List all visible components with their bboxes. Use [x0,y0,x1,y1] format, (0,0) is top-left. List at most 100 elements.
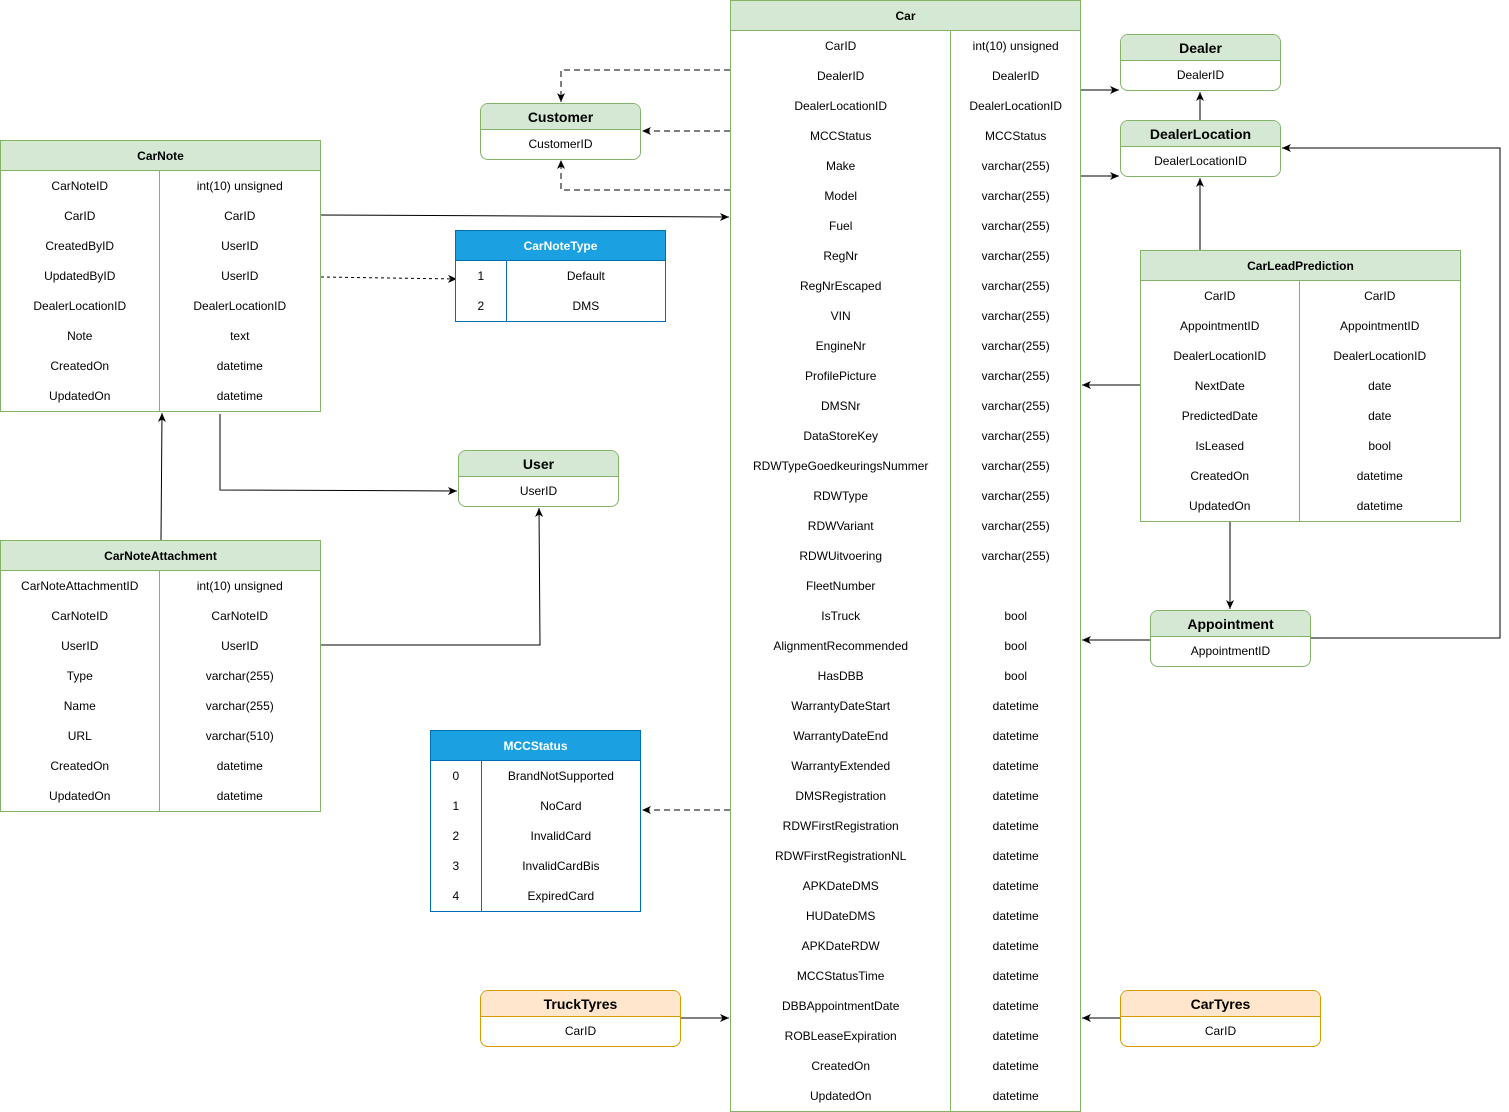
car-field-name: ROBLeaseExpiration [784,1029,897,1043]
carnoteattachment-field-name: Type [66,669,93,683]
carleadprediction-field-type: bool [1368,439,1392,453]
carleadprediction-table[interactable]: CarLeadPrediction CarID AppointmentID Deal… [1140,250,1461,522]
carnoteattachment-field-type: UserID [221,639,259,653]
car-field-type: varchar(255) [981,369,1050,383]
car-field-type: datetime [992,759,1039,773]
cartyres-entity-title: CarTyres [1121,991,1320,1017]
trucktyres-entity-field: CarID [564,1024,597,1038]
carleadprediction-field-type: AppointmentID [1340,319,1420,333]
car-field-type: varchar(255) [981,519,1050,533]
carnoteattachment-field-name: Name [63,699,96,713]
carleadprediction-table-title: CarLeadPrediction [1141,251,1460,281]
carnoteattachment-field-type: CarNoteID [211,609,269,623]
appointment-entity-field: AppointmentID [1190,644,1271,658]
carnoteattachment-field-name: CarNoteID [51,609,109,623]
dealerlocation-entity[interactable]: DealerLocation DealerLocationID [1120,120,1281,177]
user-entity[interactable]: User UserID [458,450,619,507]
car-field-type: datetime [992,1059,1039,1073]
car-field-type: varchar(255) [981,279,1050,293]
car-field-type: datetime [992,729,1039,743]
car-field-type: datetime [992,819,1039,833]
mccstatus-field-name: 0 [452,769,460,783]
car-field-name: HUDateDMS [806,909,876,923]
car-field-name: DMSNr [821,399,861,413]
user-entity-title: User [459,451,618,477]
carnotetype-field-type: DMS [572,299,600,313]
car-field-type: varchar(255) [981,189,1050,203]
trucktyres-entity-title: TruckTyres [481,991,680,1017]
carnoteattachment-field-name: URL [67,729,92,743]
cartyres-entity-field: CarID [1204,1024,1237,1038]
car-field-type: bool [1004,669,1028,683]
carnotetype-table-title: CarNoteType [456,231,665,261]
carnote-field-name: CreatedByID [45,239,115,253]
cartyres-entity[interactable]: CarTyres CarID [1120,990,1321,1047]
dealer-entity[interactable]: Dealer DealerID [1120,34,1281,91]
carleadprediction-field-type: datetime [1356,469,1403,483]
carleadprediction-field-name: CarID [1204,289,1236,303]
carnoteattachment-field-type: datetime [216,759,263,773]
car-field-type: datetime [992,849,1039,863]
carleadprediction-field-type: date [1368,379,1392,393]
carnote-field-type: int(10) unsigned [196,179,283,193]
carnoteattachment-field-name: CreatedOn [50,759,110,773]
carnote-field-name: CarID [64,209,96,223]
carleadprediction-field-name: AppointmentID [1180,319,1260,333]
carnotetype-field-type: Default [566,269,605,283]
appointment-entity[interactable]: Appointment AppointmentID [1150,610,1311,667]
carnote-field-name: DealerLocationID [33,299,127,313]
car-field-name: RegNr [823,249,859,263]
car-field-name: DealerLocationID [794,99,888,113]
carleadprediction-field-name: DealerLocationID [1173,349,1267,363]
car-field-name: UpdatedOn [809,1089,872,1103]
car-field-type: datetime [992,909,1039,923]
car-field-type: DealerLocationID [969,99,1063,113]
carnoteattachment-field-name: CarNoteAttachmentID [21,579,139,593]
edge-car-customer-bottom [557,160,730,191]
car-field-name: VIN [830,309,851,323]
carnoteattachment-field-type: datetime [216,789,263,803]
car-field-type: datetime [992,789,1039,803]
carnoteattachment-field-name: UpdatedOn [49,789,111,803]
car-table-title: Car [731,1,1080,31]
appointment-entity-title: Appointment [1151,611,1310,637]
mccstatus-field-name: 2 [452,829,460,843]
car-field-name: MCCStatus [810,129,872,143]
car-field-type: bool [1004,609,1028,623]
car-field-name: WarrantyDateStart [791,699,891,713]
car-field-name: RDWVariant [807,519,874,533]
mccstatus-field-type: InvalidCardBis [522,859,600,873]
mccstatus-field-name: 4 [452,889,460,903]
edge-carnote-car [320,212,730,221]
car-field-name: RDWType [813,489,869,503]
customer-entity[interactable]: Customer CustomerID [480,103,641,160]
carnoteattachment-field-name: UserID [61,639,99,653]
mccstatus-field-name: 1 [452,799,460,813]
car-field-name: ProfilePicture [805,369,877,383]
edge-appointment-dealerlocation [1282,144,1501,639]
car-field-name: Fuel [829,219,853,233]
car-field-type: bool [1004,639,1028,653]
customer-entity-title: Customer [481,104,640,130]
carnotetype-field-name: 1 [477,269,485,283]
edge-car-customer-top [557,69,730,102]
carnoteattachment-field-type: int(10) unsigned [196,579,283,593]
trucktyres-entity[interactable]: TruckTyres CarID [480,990,681,1047]
car-field-name: FleetNumber [806,579,876,593]
carnoteattachment-field-type: varchar(255) [205,669,274,683]
car-field-type: int(10) unsigned [972,39,1059,53]
mccstatus-field-type: NoCard [540,799,582,813]
